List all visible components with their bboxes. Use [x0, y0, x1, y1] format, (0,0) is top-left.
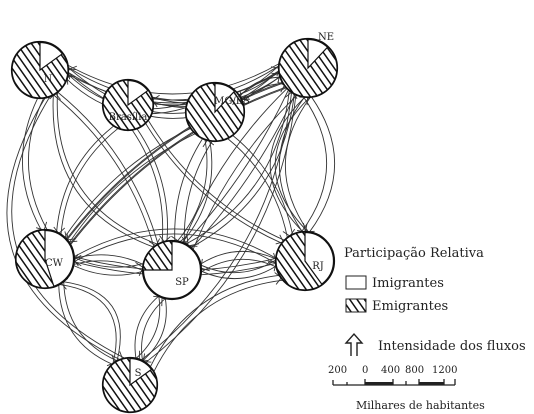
flow-arrow-ne-rj [309, 96, 336, 233]
flow-arrow-mges-cw [64, 127, 191, 238]
legend-emigrants-label: Emigrantes [372, 299, 448, 314]
region-node-ne: NE [277, 32, 339, 99]
flow-arrow-s-rj [153, 279, 284, 373]
scale-tick-0: 0 [362, 365, 368, 376]
flow-arrow-brasilia-rj [145, 122, 283, 244]
scale-tick-400: 400 [381, 365, 400, 376]
scale-tick-200: 200 [328, 365, 347, 376]
flow-arrow-sp-mges [181, 140, 213, 243]
emigrant-wedge [185, 82, 245, 142]
region-label: MG/ES [214, 96, 250, 107]
region-label: N [44, 74, 53, 85]
flow-arrow-cw-ne [69, 86, 287, 245]
region-node-s: S [101, 356, 159, 414]
flow-arrow-rj-sp [200, 250, 276, 265]
flow-arrow-mges-cw [68, 133, 196, 243]
emigrant-wedge [142, 240, 173, 271]
flow-arrow-cw-sp [74, 257, 144, 268]
region-label: SP [175, 277, 189, 288]
flow-arrow-sp-n [52, 94, 155, 248]
flow-arrow-sp-ne [185, 90, 290, 245]
region-label: NE [318, 32, 334, 43]
region-label: CW [45, 258, 64, 269]
flow-arrow-ne-sp [182, 88, 288, 243]
region-label: S [135, 368, 142, 379]
flow-arrow-n-sp [53, 94, 155, 248]
flow-arrow-sp-ne [190, 93, 295, 249]
flow-arrows [6, 63, 336, 373]
flow-arrow-ne-n [67, 63, 280, 95]
legend-immigrants-label: Imigrantes [372, 276, 444, 291]
legend-flow-label: Intensidade dos fluxos [378, 339, 526, 354]
scale-tick-800: 800 [405, 365, 424, 376]
flow-arrow-n-s [6, 97, 121, 361]
flow-arrow-brasilia-cw [60, 127, 119, 235]
emigrant-wedge [11, 41, 69, 99]
region-node-brasilia: Brasília [101, 78, 155, 132]
flow-arrow-s-cw [63, 281, 121, 362]
flow-arrow-rj-ne [274, 96, 311, 233]
flow-arrow-cw-s [58, 284, 113, 365]
flow-arrow-icon [344, 332, 364, 356]
legend-title: Participação Relativa [344, 246, 484, 261]
region-node-sp: SP [141, 239, 203, 301]
flow-arrow-cw-rj [73, 228, 277, 259]
flow-arrow-sp-n [56, 91, 159, 245]
scale-tick-1200: 1200 [432, 365, 457, 376]
emigrant-wedge [275, 231, 323, 291]
flow-arrow-n-cw [22, 97, 42, 231]
region-node-n: N [10, 40, 70, 100]
flow-arrow-n-ne [67, 70, 280, 106]
flow-arrow-mges-rj [227, 138, 288, 238]
flow-arrow-s-sp [141, 298, 166, 361]
scale-bar: 200 0 400 800 1200 Milhares de habitante… [328, 365, 485, 412]
scale-unit: Milhares de habitantes [356, 399, 485, 412]
region-label: RJ [312, 261, 324, 272]
flow-arrow-ne-rj [301, 96, 328, 233]
flow-arrow-ne-cw [70, 87, 287, 246]
emigrant-wedge [102, 79, 154, 131]
flow-arrow-s-cw [59, 283, 117, 365]
flow-arrow-ne-sp [192, 95, 298, 250]
region-node-mges: MG/ES [184, 81, 250, 143]
flow-arrow-n-sp [57, 91, 159, 245]
flow-arrow-sp-s [135, 295, 161, 359]
flow-arrow-ne-rj [278, 96, 305, 233]
flow-arrow-brasilia-sp [136, 128, 168, 242]
emigrant-wedge [278, 38, 338, 98]
region-label: Brasília [109, 112, 148, 123]
flow-arrow-ne-sp [184, 89, 289, 245]
emigrant-wedge [15, 229, 55, 289]
flow-arrow-brasilia-cw [56, 125, 115, 233]
flow-arrow-cw-s [63, 281, 118, 362]
legend: Participação Relativa Imigrantes Emigran… [344, 246, 526, 356]
legend-immigrants-swatch [345, 275, 367, 290]
flow-arrow-n-cw [28, 97, 48, 231]
flow-arrow-cw-rj [73, 233, 277, 264]
flow-arrow-rj-ne [269, 96, 306, 233]
region-nodes: N Brasília MG/ES NE CW SP RJ S [10, 32, 339, 414]
flow-arrow-ne-s [140, 92, 293, 361]
flow-arrow-s-rj [149, 274, 280, 368]
region-node-rj: RJ [274, 230, 336, 292]
flow-arrow-sp-s [142, 298, 167, 362]
flow-arrow-brasilia-rj [147, 119, 285, 241]
flow-arrow-n-ne [67, 65, 280, 101]
legend-emigrants-swatch [345, 298, 367, 313]
flow-arrow-s-sp [134, 295, 160, 359]
flow-arrow-ne-rj [284, 96, 311, 233]
flow-arrow-sp-mges [176, 139, 208, 242]
flow-arrow-sp-rj [200, 259, 277, 274]
flow-arrow-n-s [11, 96, 126, 359]
flow-arrow-cw-ne [66, 82, 284, 241]
emigrant-wedge [102, 357, 158, 413]
flow-arrow-ne-n [67, 70, 280, 119]
region-node-cw: CW [14, 228, 76, 290]
flow-arrow-sp-cw [74, 254, 144, 265]
